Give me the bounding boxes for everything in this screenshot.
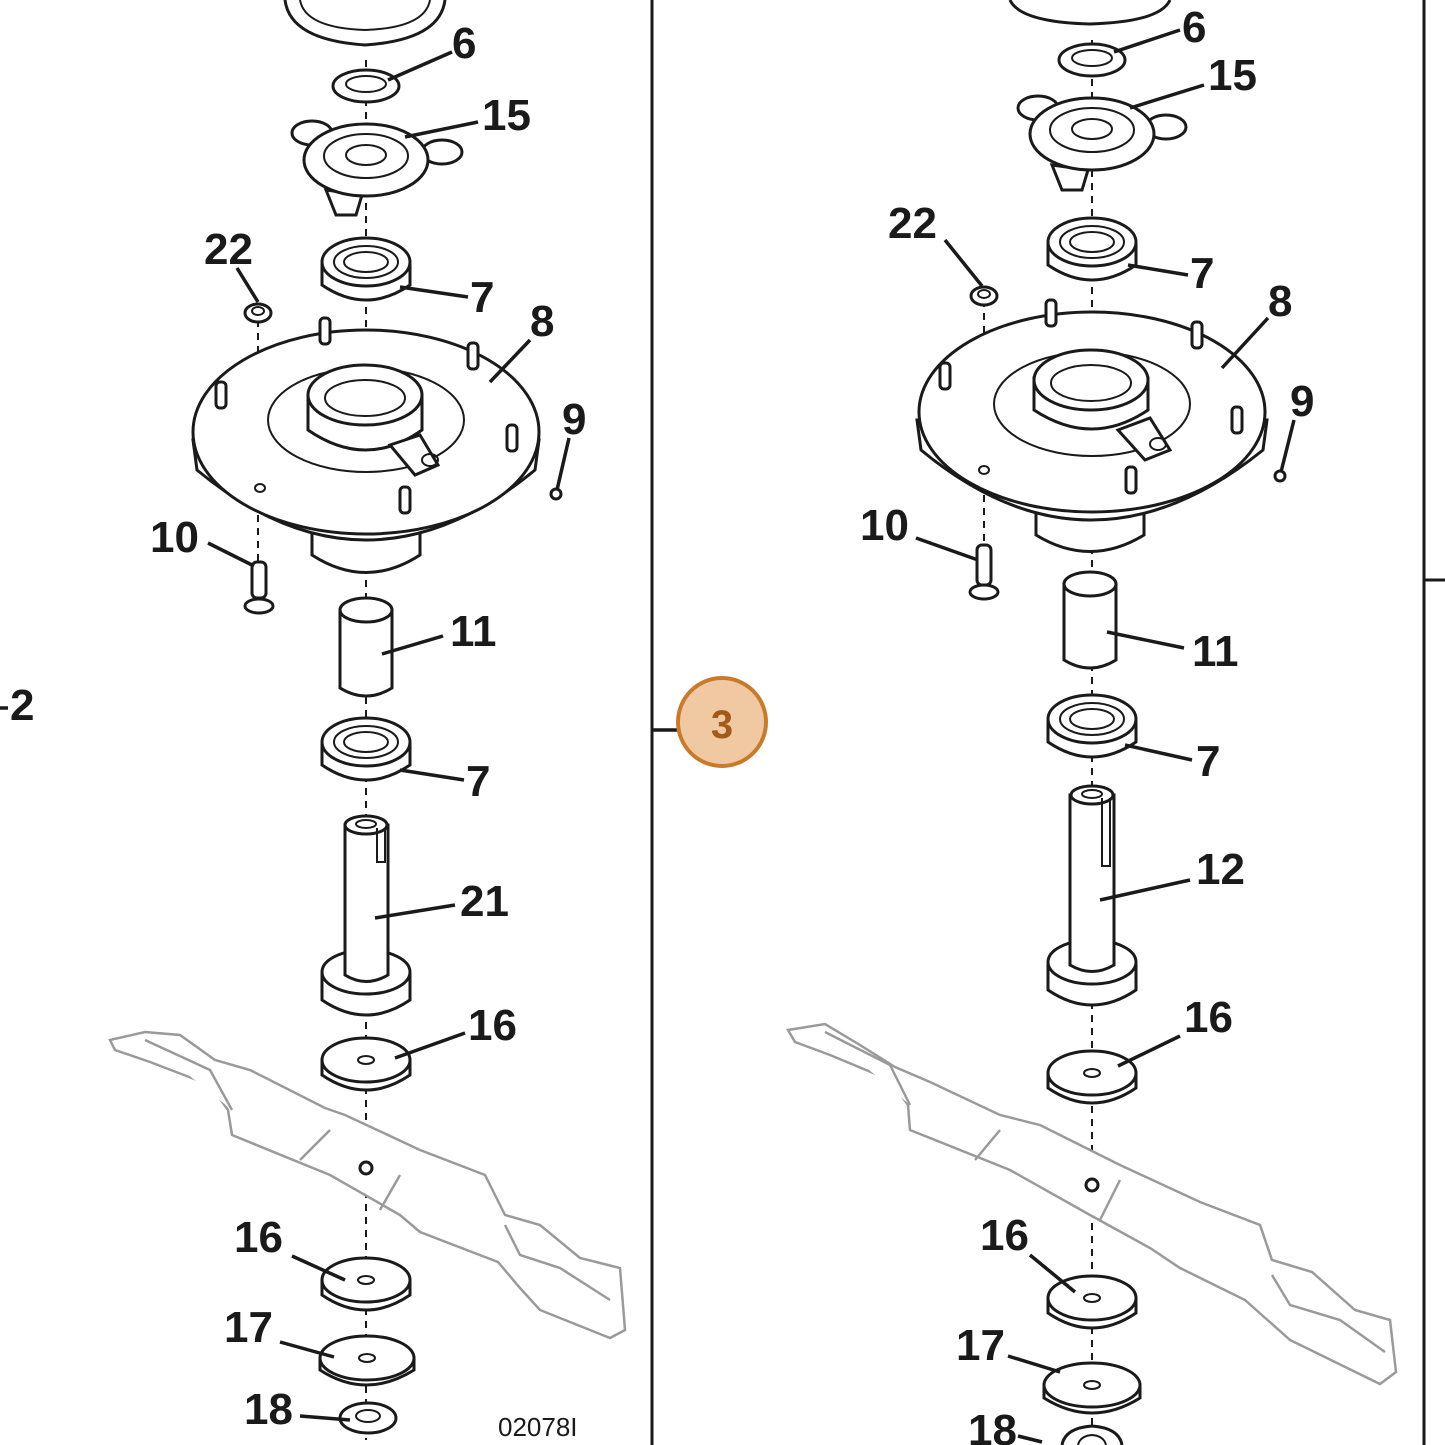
label-right-6: 6 bbox=[1182, 3, 1206, 52]
label-right-12: 12 bbox=[1196, 845, 1245, 894]
left-nut-22 bbox=[243, 302, 273, 324]
left-spacer-11 bbox=[338, 596, 394, 698]
edge-label-left: 2 bbox=[10, 681, 34, 730]
left-deck-plate-8 bbox=[191, 316, 541, 574]
label-right-11: 11 bbox=[1192, 627, 1239, 676]
left-leader-lines bbox=[207, 50, 571, 1422]
left-screw-9 bbox=[549, 487, 563, 501]
left-spindle-21 bbox=[320, 814, 412, 1017]
label-left-15: 15 bbox=[482, 91, 531, 140]
left-part-labels: 6 15 22 7 8 9 10 11 7 21 16 16 17 18 bbox=[150, 19, 586, 1434]
right-screw-9 bbox=[1273, 469, 1287, 483]
label-right-22: 22 bbox=[888, 199, 937, 248]
right-leader-lines bbox=[915, 28, 1296, 1444]
label-right-10: 10 bbox=[860, 501, 909, 550]
right-pulley-top bbox=[1008, 0, 1172, 26]
label-right-16a: 16 bbox=[1184, 993, 1233, 1042]
left-pulley-top bbox=[283, 0, 447, 47]
right-assembly bbox=[786, 0, 1398, 1445]
left-flange-housing-15 bbox=[290, 119, 464, 217]
left-washer-16-upper bbox=[320, 1036, 412, 1092]
left-mower-blade bbox=[108, 1030, 627, 1340]
right-deck-plate-8 bbox=[915, 298, 1269, 553]
callout-3-text: 3 bbox=[711, 703, 733, 747]
label-right-17: 17 bbox=[956, 1321, 1005, 1370]
right-washer-17 bbox=[1042, 1361, 1142, 1415]
label-right-16b: 16 bbox=[980, 1211, 1029, 1260]
right-washer-6 bbox=[1057, 42, 1127, 78]
right-bearing-7-lower bbox=[1046, 693, 1138, 759]
left-washer-6 bbox=[331, 68, 401, 104]
right-spacer-11 bbox=[1062, 570, 1118, 670]
right-washer-16-lower bbox=[1046, 1274, 1138, 1330]
left-washer-17 bbox=[318, 1334, 416, 1387]
label-left-7b: 7 bbox=[466, 757, 490, 806]
label-left-7a: 7 bbox=[470, 273, 494, 322]
left-pin-10 bbox=[243, 560, 275, 615]
callout-3[interactable]: 3 bbox=[676, 676, 768, 768]
label-right-15: 15 bbox=[1208, 51, 1257, 100]
label-right-7b: 7 bbox=[1196, 737, 1220, 786]
left-bearing-7-lower bbox=[320, 716, 412, 782]
right-nut-22 bbox=[969, 285, 999, 307]
label-left-18: 18 bbox=[244, 1385, 293, 1434]
label-left-10: 10 bbox=[150, 513, 199, 562]
right-bolt-18 bbox=[1060, 1424, 1124, 1445]
right-part-labels: 6 15 22 7 8 9 10 11 7 12 16 16 17 18 bbox=[860, 3, 1314, 1445]
left-washer-16-lower bbox=[320, 1256, 412, 1312]
label-left-16b: 16 bbox=[234, 1213, 283, 1262]
right-blade-hole bbox=[1084, 1177, 1100, 1193]
label-right-7a: 7 bbox=[1190, 249, 1214, 298]
label-left-21: 21 bbox=[460, 877, 509, 926]
right-spindle-12 bbox=[1046, 784, 1138, 1007]
left-bearing-7-upper bbox=[320, 236, 412, 302]
right-flange-housing-15 bbox=[1016, 94, 1188, 192]
label-right-18: 18 bbox=[968, 1406, 1017, 1445]
label-right-9: 9 bbox=[1290, 377, 1314, 426]
right-washer-16-upper bbox=[1046, 1049, 1138, 1105]
drawing-code: 02078I bbox=[498, 1412, 578, 1442]
label-left-6: 6 bbox=[452, 19, 476, 68]
label-left-17: 17 bbox=[224, 1303, 273, 1352]
label-left-22: 22 bbox=[204, 225, 253, 274]
label-left-11: 11 bbox=[450, 607, 497, 656]
left-assembly bbox=[108, 0, 627, 1440]
label-left-9: 9 bbox=[562, 395, 586, 444]
label-left-8: 8 bbox=[530, 297, 554, 346]
left-blade-hole bbox=[358, 1160, 374, 1176]
label-right-8: 8 bbox=[1268, 277, 1292, 326]
right-bearing-7-upper bbox=[1046, 216, 1138, 282]
right-mower-blade bbox=[786, 1022, 1398, 1386]
label-left-16a: 16 bbox=[468, 1001, 517, 1050]
right-pin-10 bbox=[968, 543, 1000, 601]
left-bolt-18 bbox=[338, 1401, 398, 1435]
